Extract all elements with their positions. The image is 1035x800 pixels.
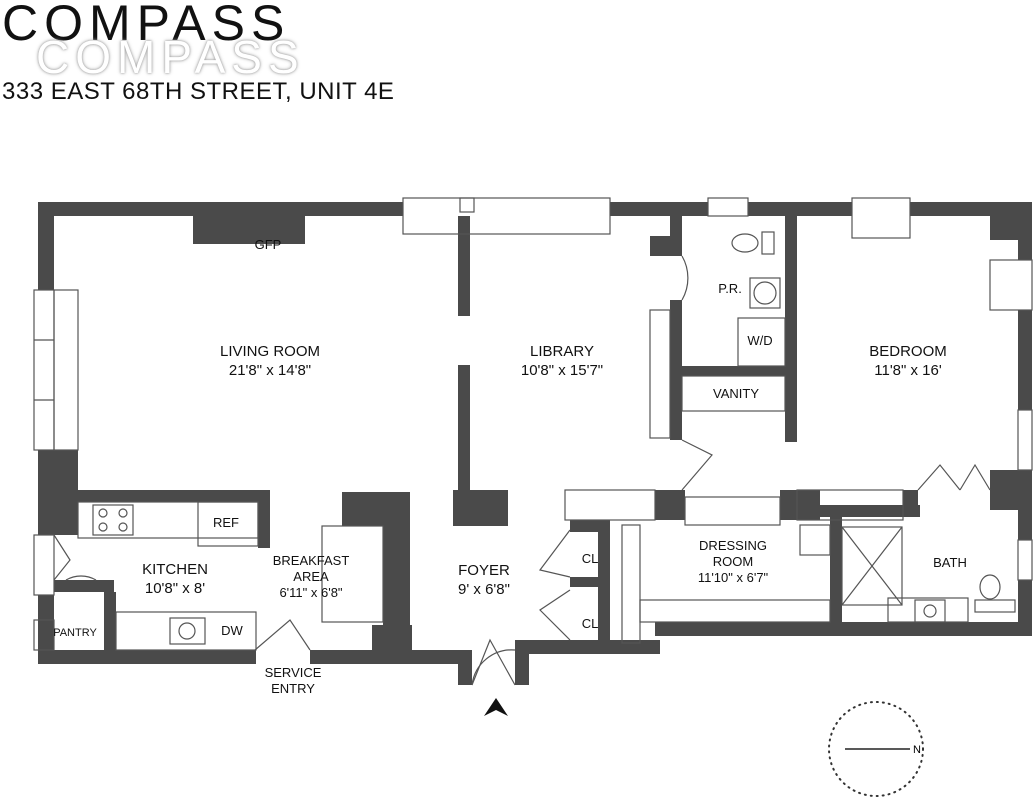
- compass-rose: N: [828, 701, 924, 797]
- dressing-room-label: DRESSING ROOM 11'10" x 6'7": [698, 538, 768, 586]
- gfp-label: GFP: [254, 237, 282, 252]
- living-room-label: LIVING ROOM 21'8" x 14'8": [220, 342, 320, 380]
- powder-room-label: P.R.: [718, 281, 742, 296]
- vanity-label: VANITY: [713, 386, 759, 401]
- room-name: LIVING ROOM: [219, 343, 321, 360]
- room-name: LIBRARY: [530, 343, 594, 360]
- kitchen-label: KITCHEN 10'8" x 8': [142, 560, 208, 598]
- closet-label-2: CL: [581, 616, 599, 631]
- compass-watermark: COMPASS: [36, 31, 305, 83]
- bedroom-label: BEDROOM 11'8" x 16': [869, 342, 947, 380]
- room-name-line1: DRESSING: [699, 538, 767, 553]
- room-dims: 21'8" x 14'8": [228, 362, 312, 379]
- compass-logo: COMPASS: [2, 0, 291, 51]
- service-entry-label: SERVICE ENTRY: [265, 665, 322, 697]
- room-name-line1: BREAKFAST: [272, 553, 350, 568]
- room-dims: 10'8" x 15'7": [520, 362, 604, 379]
- room-name-line2: ROOM: [712, 554, 754, 569]
- pantry-label: PANTRY: [53, 627, 97, 639]
- room-name: BEDROOM: [869, 343, 947, 360]
- walls: [38, 202, 1032, 685]
- foyer-label: FOYER 9' x 6'8": [458, 561, 510, 599]
- library-label: LIBRARY 10'8" x 15'7": [521, 342, 603, 380]
- room-name: KITCHEN: [142, 561, 208, 578]
- room-dims: 9' x 6'8": [458, 581, 510, 598]
- room-dims: 11'10" x 6'7": [697, 570, 769, 585]
- room-dims: 10'8" x 8': [144, 580, 206, 597]
- bath-label: BATH: [933, 555, 967, 570]
- entry-arrow-icon: [484, 698, 508, 716]
- ref-label: REF: [213, 515, 239, 530]
- room-name-line2: AREA: [293, 569, 329, 584]
- property-address: 333 EAST 68TH STREET, UNIT 4E: [2, 78, 395, 105]
- breakfast-area-label: BREAKFAST AREA 6'11" x 6'8": [273, 553, 350, 601]
- room-dims: 11'8" x 16': [874, 362, 942, 379]
- room-name: FOYER: [458, 562, 510, 579]
- service-entry-line2: ENTRY: [271, 681, 315, 696]
- dishwasher-label: DW: [221, 623, 243, 638]
- fixtures-lines: [33, 197, 1033, 686]
- room-dims: 6'11" x 6'8": [279, 585, 343, 600]
- service-entry-line1: SERVICE: [264, 665, 322, 680]
- closet-label-1: CL: [581, 551, 599, 566]
- washer-dryer-label: W/D: [747, 333, 773, 348]
- north-label: N: [913, 744, 921, 756]
